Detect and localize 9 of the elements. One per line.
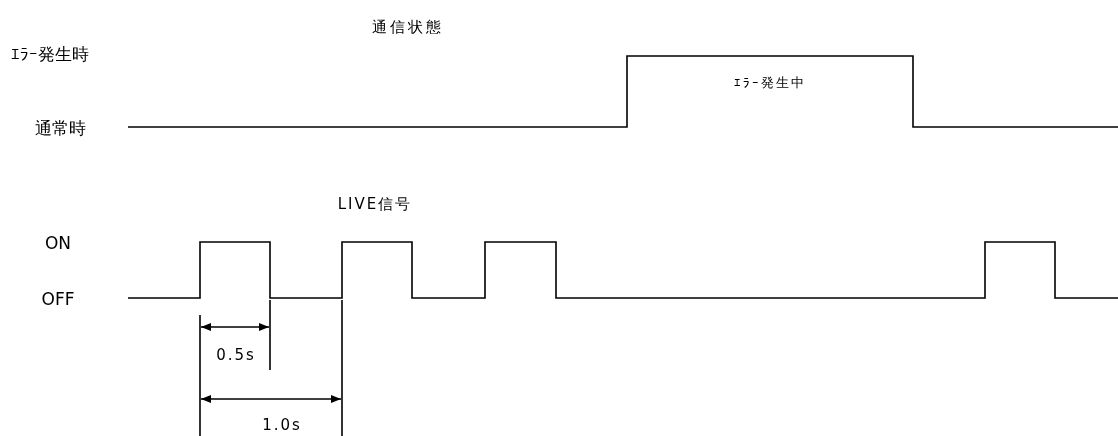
level-label: ON: [44, 234, 72, 252]
state-label: ｴﾗｰ発生中: [734, 75, 806, 89]
chart-title: LIVE信号: [337, 196, 413, 212]
chart-title: 通信状態: [372, 19, 444, 35]
dimension-label: 0.5s: [216, 347, 256, 363]
level-label: ｴﾗｰ発生時: [11, 45, 89, 63]
level-label: OFF: [41, 290, 75, 308]
level-label: 通常時: [34, 119, 86, 137]
dimension-label: 1.0s: [262, 417, 302, 433]
